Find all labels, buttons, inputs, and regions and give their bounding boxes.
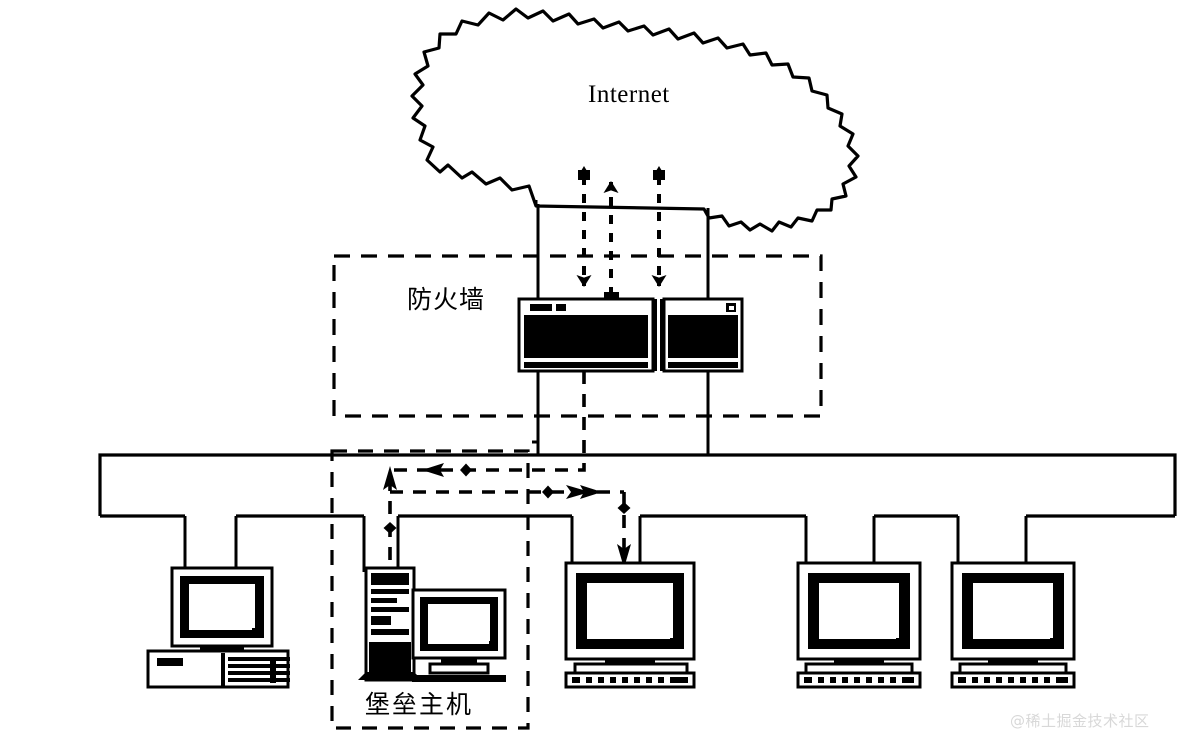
firewall-device (517, 297, 744, 373)
firewall-label: 防火墙 (407, 285, 486, 314)
watermark: @稀土掘金技术社区 (1010, 712, 1150, 730)
flow-arrow-down (617, 502, 631, 568)
bastion-host-label: 堡垒主机 (365, 690, 474, 719)
flow-arrow-up (383, 466, 397, 534)
uplink-right-solid-line (706, 208, 1175, 457)
flow-firewall-to-bastion-line (390, 371, 586, 472)
flow-inbound-right (651, 166, 667, 287)
bastion-zone-boundary (330, 449, 530, 730)
workstation-1 (146, 566, 290, 689)
bastion-host-monitor (411, 588, 507, 682)
dmz-zone-boundary (332, 254, 823, 418)
network-bus (98, 453, 1177, 518)
flow-outbound-center (603, 181, 619, 301)
workstation-2 (564, 561, 696, 689)
flow-inbound-left (576, 166, 592, 287)
workstation-4 (950, 561, 1076, 689)
workstation-3 (796, 561, 922, 689)
internet-cloud (410, 7, 860, 233)
bastion-host-tower (358, 566, 422, 682)
flow-arrow-left (422, 463, 472, 477)
internet-cloud-label: Internet (588, 81, 670, 108)
flow-arrow-right (542, 485, 602, 499)
